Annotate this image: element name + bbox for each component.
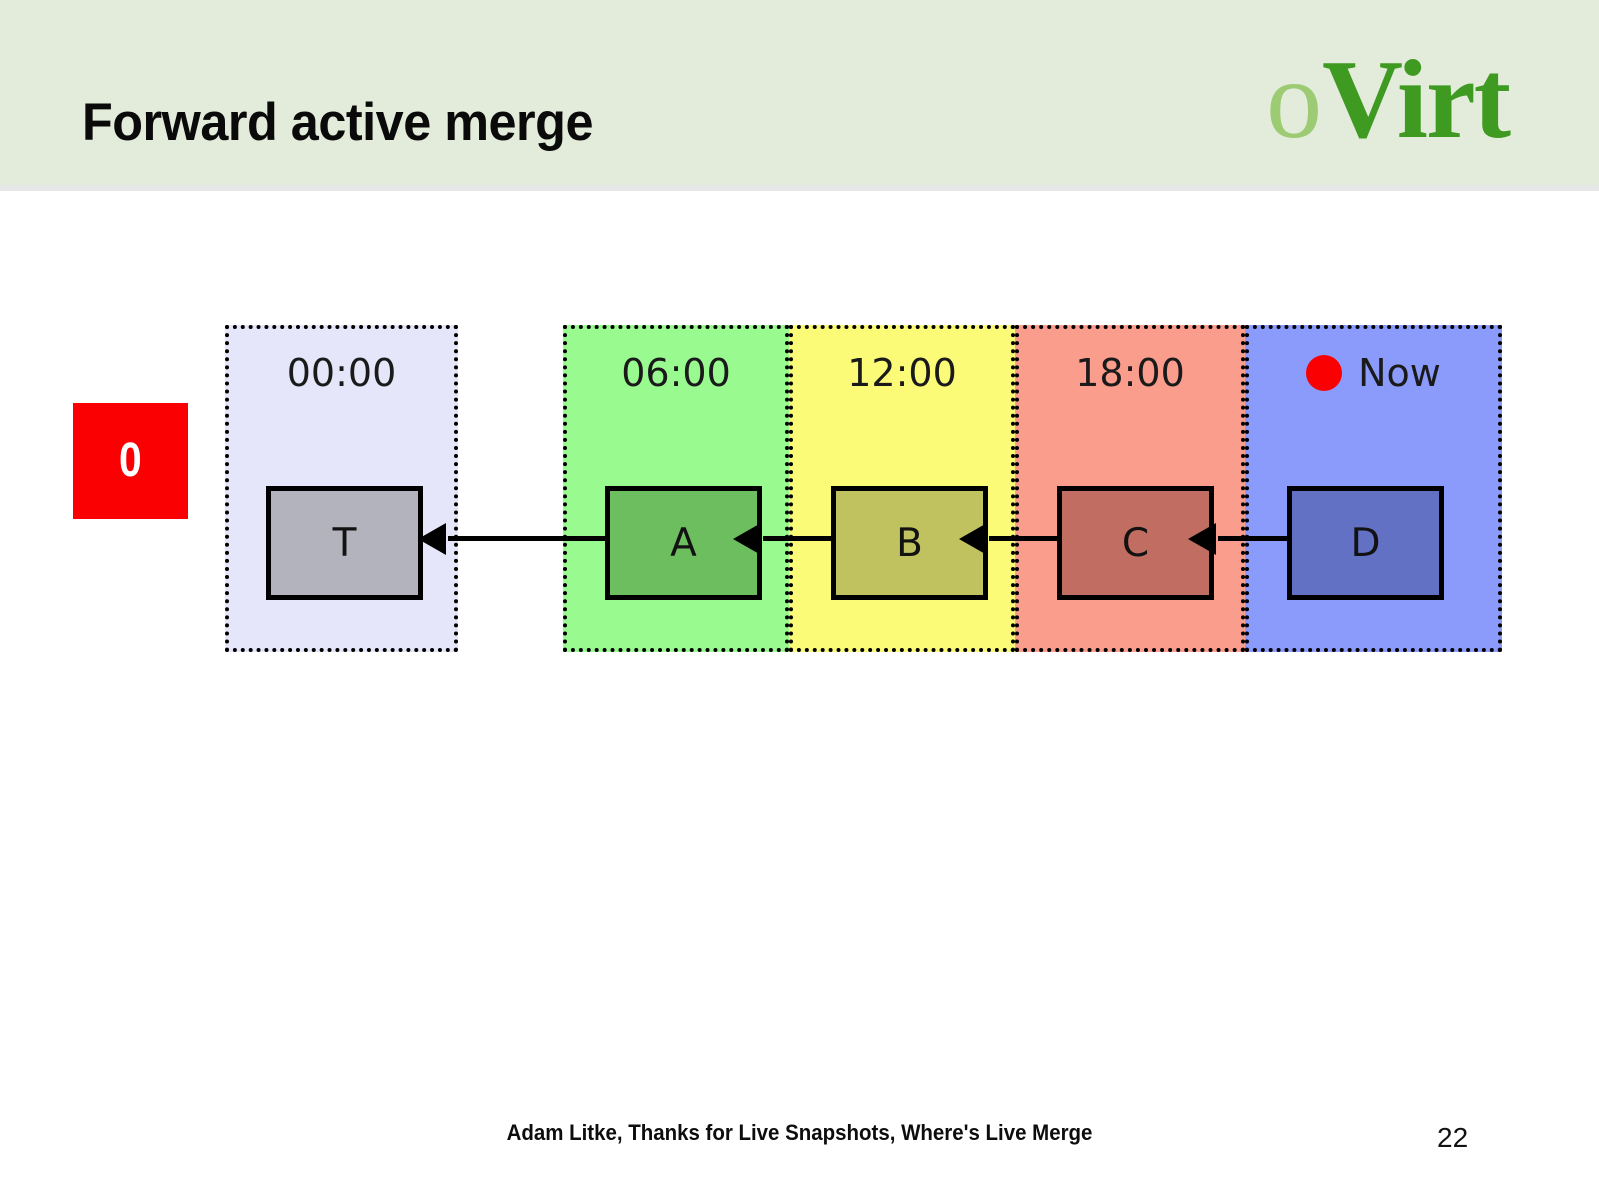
page-title: Forward active merge xyxy=(82,93,593,152)
ovirt-logo-o: o xyxy=(1266,38,1323,162)
chain-arrow-2 xyxy=(763,536,833,541)
time-label-text: Now xyxy=(1358,351,1441,395)
page-number: 22 xyxy=(1437,1122,1469,1153)
snapshot-box-label: T xyxy=(332,520,357,566)
chain-arrow-3 xyxy=(989,536,1059,541)
header-underline xyxy=(0,185,1599,191)
ovirt-logo: oVirt xyxy=(1266,44,1511,156)
step-marker-label: 0 xyxy=(119,434,142,487)
chain-arrow-1 xyxy=(448,536,608,541)
time-label: 00:00 xyxy=(286,351,397,395)
now-indicator-dot-icon xyxy=(1306,355,1343,391)
time-label: 06:00 xyxy=(621,351,731,395)
snapshot-box-d[interactable]: D xyxy=(1287,486,1444,600)
snapshot-box-label: A xyxy=(670,520,697,566)
time-label: Now xyxy=(1249,351,1498,395)
snapshot-box-label: B xyxy=(896,520,923,566)
snapshot-box-label: C xyxy=(1121,520,1150,566)
snapshot-box-t[interactable]: T xyxy=(266,486,423,600)
slide-header-band xyxy=(0,0,1599,185)
snapshot-box-label: D xyxy=(1350,520,1381,566)
time-label: 12:00 xyxy=(847,351,957,395)
chain-arrow-4 xyxy=(1218,536,1288,541)
step-marker-badge: 0 xyxy=(73,403,188,519)
time-label: 18:00 xyxy=(1075,351,1185,395)
slide-footer: Adam Litke, Thanks for Live Snapshots, W… xyxy=(506,1120,1093,1145)
snapshot-box-b[interactable]: B xyxy=(831,486,988,600)
ovirt-logo-virt: Virt xyxy=(1322,38,1511,162)
